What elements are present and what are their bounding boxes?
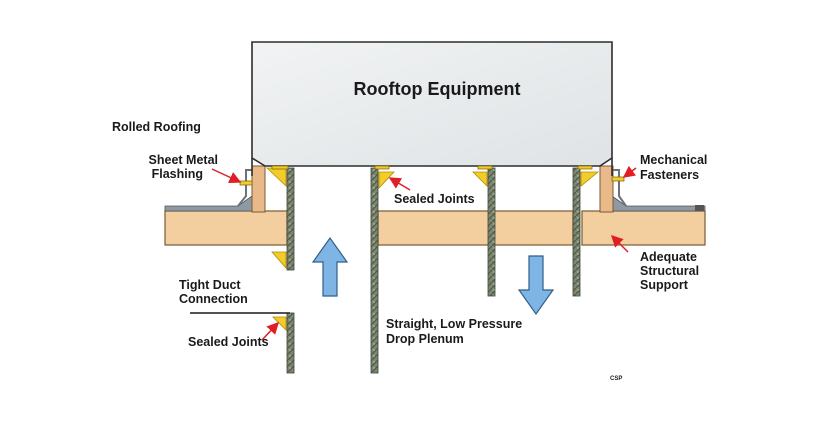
equipment-label: Rooftop Equipment (354, 79, 521, 99)
label-adequate-line1: Adequate (640, 250, 697, 264)
roof-deck-left (164, 210, 288, 246)
label-sealed-joints-bottom: Sealed Joints (188, 335, 269, 349)
label-adequate-line2: Structural (640, 264, 699, 278)
label-sealed-joints-top: Sealed Joints (394, 192, 475, 206)
label-tight-duct-line2: Connection (179, 292, 248, 306)
drop-plenum-wall (370, 167, 379, 374)
roof-deck (164, 210, 706, 246)
labels: Rolled Roofing Sheet Metal Flashing Mech… (112, 120, 707, 382)
supply-air-arrow (311, 236, 349, 297)
label-plenum-line1: Straight, Low Pressure (386, 317, 522, 331)
label-sheet-metal-line2: Flashing (152, 167, 203, 181)
ducts (190, 167, 581, 374)
supply-duct-left-lower (286, 312, 295, 374)
label-tight-duct-line1: Tight Duct (179, 278, 241, 292)
roof-deck-middle (377, 210, 574, 246)
mechanical-fasteners (239, 165, 625, 186)
sealed-joints-markers (265, 167, 600, 331)
curb (251, 165, 614, 213)
label-sheet-metal-line1: Sheet Metal (149, 153, 218, 167)
rooftop-equipment: Rooftop Equipment (251, 41, 613, 176)
label-credit: CSP (610, 376, 622, 382)
roof-deck-right (581, 210, 706, 246)
label-rolled-roofing: Rolled Roofing (112, 120, 201, 134)
return-air-arrow (517, 255, 555, 316)
label-pointers (211, 165, 637, 341)
return-duct-right (572, 167, 581, 297)
return-duct-left (487, 167, 496, 297)
label-adequate-line3: Support (640, 278, 689, 292)
supply-duct-left-outer (286, 167, 295, 271)
label-mechanical-line1: Mechanical (640, 153, 707, 167)
label-mechanical-line2: Fasteners (640, 168, 699, 182)
label-plenum-line2: Drop Plenum (386, 332, 464, 346)
curb-right (599, 165, 614, 213)
curb-left (251, 165, 266, 213)
